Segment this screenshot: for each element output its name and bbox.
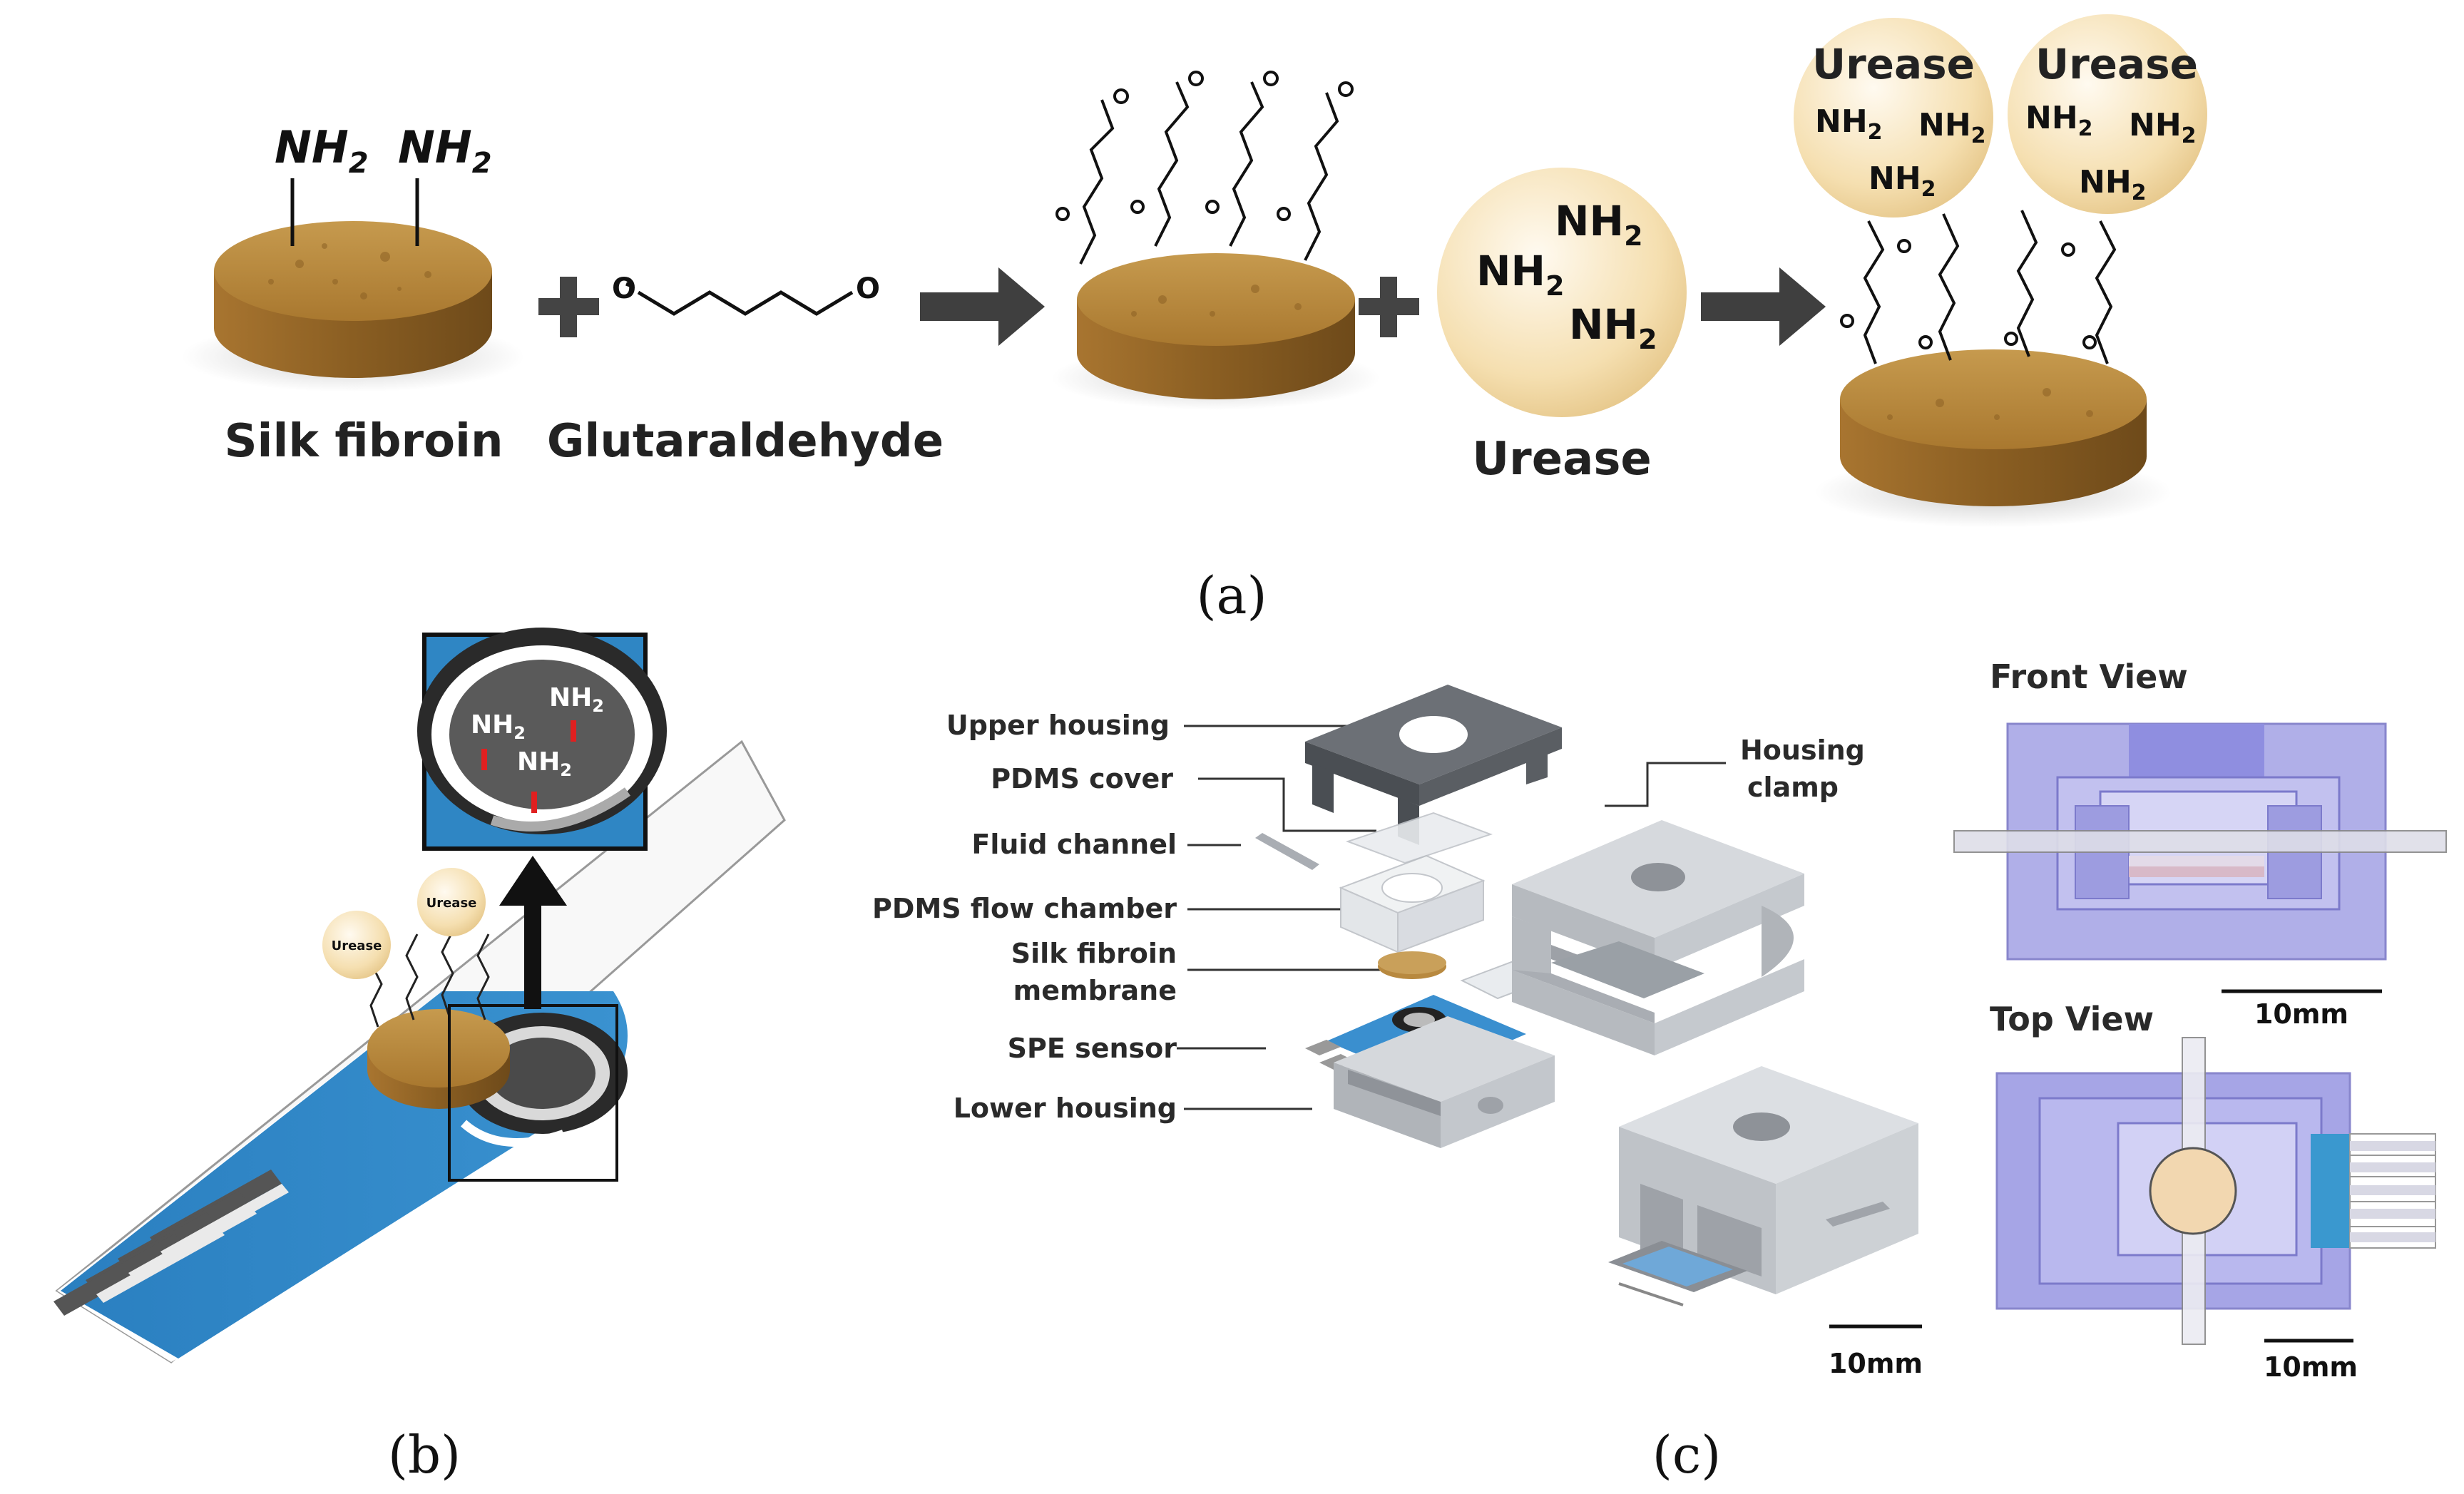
- top-view-drawing: [1995, 1037, 2436, 1345]
- reaction-arrow: [1701, 267, 1826, 346]
- upper-housing: [1305, 685, 1562, 845]
- caption-b: (b): [388, 1425, 461, 1485]
- silk-fibroin-membrane: [1378, 951, 1446, 979]
- nh2-label: NH2: [549, 683, 604, 716]
- leader-lines: [1177, 725, 1726, 1110]
- housing-clamp-label-line2: clamp: [1747, 772, 1839, 803]
- front-view-drawing: [1953, 722, 2447, 961]
- pdms-cover: [1346, 812, 1493, 864]
- caption-a: (a): [1196, 566, 1267, 625]
- oxygen-atom: O: [856, 272, 880, 305]
- nh2-label: NH2: [1918, 107, 1986, 148]
- urease-label: Urease: [426, 896, 477, 911]
- housing-clamp-label: Housing: [1740, 735, 1865, 766]
- pdms-flow-chamber-label: PDMS flow chamber: [872, 893, 1177, 924]
- nh2-label: NH2: [471, 710, 526, 743]
- glutaraldehyde-label: Glutaraldehyde: [547, 415, 944, 468]
- urease-label: Urease: [2035, 40, 2198, 88]
- scale-bar-label: 10mm: [1829, 1348, 1923, 1379]
- nh2-label: NH2: [1555, 197, 1643, 252]
- scale-bar-label: 10mm: [2254, 998, 2348, 1030]
- nh2-label: NH2: [1569, 300, 1657, 355]
- urease-label: Urease: [1812, 40, 1975, 88]
- activated-silk-disc: [1052, 71, 1380, 410]
- plus-sign: [538, 277, 599, 337]
- fluid-channel: [1255, 833, 1319, 870]
- plus-sign: [1359, 277, 1419, 337]
- silk-fibroin-disc: [367, 1009, 510, 1109]
- pdms-cover-label: PDMS cover: [991, 763, 1173, 794]
- front-view-title: Front View: [1990, 658, 2188, 696]
- zoom-inset: [417, 628, 667, 851]
- fluid-channel-label: Fluid channel: [971, 829, 1177, 860]
- urease-enzyme: [1437, 168, 1687, 417]
- lower-housing: [1334, 1016, 1555, 1148]
- oxygen-atom: O: [612, 272, 636, 305]
- caption-c: (c): [1652, 1425, 1722, 1485]
- silk-fibroin-disc: [182, 178, 524, 392]
- spe-sensor-label: SPE sensor: [1008, 1033, 1177, 1064]
- urease-label: Urease: [332, 938, 382, 953]
- zoom-arrow: [499, 856, 567, 1009]
- top-view-title: Top View: [1990, 1000, 2154, 1038]
- nh2-label: NH2: [517, 747, 572, 780]
- silk-membrane-label-line2: membrane: [1013, 975, 1177, 1006]
- panel-b: Urease Urease NH2 NH2 NH2 (b): [53, 628, 786, 1485]
- pdms-flow-chamber: [1339, 854, 1486, 953]
- nh2-label: NH2: [1476, 247, 1565, 302]
- panel-c: Upper housing PDMS cover Fluid channel P…: [872, 658, 2447, 1485]
- upper-housing-label: Upper housing: [946, 710, 1170, 741]
- nh2-label: NH2: [1815, 103, 1883, 145]
- silk-fibroin-label: Silk fibroin: [224, 415, 503, 468]
- nh2-label: NH2: [2025, 100, 2093, 141]
- assembled-device: [1608, 1066, 1918, 1306]
- scale-bar-label: 10mm: [2264, 1351, 2358, 1383]
- urease-enzyme: [322, 911, 391, 979]
- glutaraldehyde-structure: [625, 282, 854, 316]
- lower-housing-label: Lower housing: [954, 1093, 1177, 1124]
- nh2-label: NH2: [398, 121, 492, 180]
- panel-a: NH2 NH2 Silk fibroin O O Glutaraldehyde: [182, 14, 2207, 625]
- nh2-label: NH2: [2129, 107, 2197, 148]
- housing-clamp: [1512, 820, 1804, 1055]
- silk-membrane-label: Silk fibroin: [1011, 938, 1177, 969]
- reaction-arrow: [920, 267, 1045, 346]
- nh2-label: NH2: [2079, 164, 2147, 205]
- urease-label: Urease: [1472, 433, 1652, 486]
- urease-enzyme: [417, 868, 486, 936]
- nh2-label: NH2: [1869, 160, 1936, 202]
- immobilized-urease-disc: [1794, 14, 2207, 528]
- nh2-label: NH2: [275, 121, 369, 180]
